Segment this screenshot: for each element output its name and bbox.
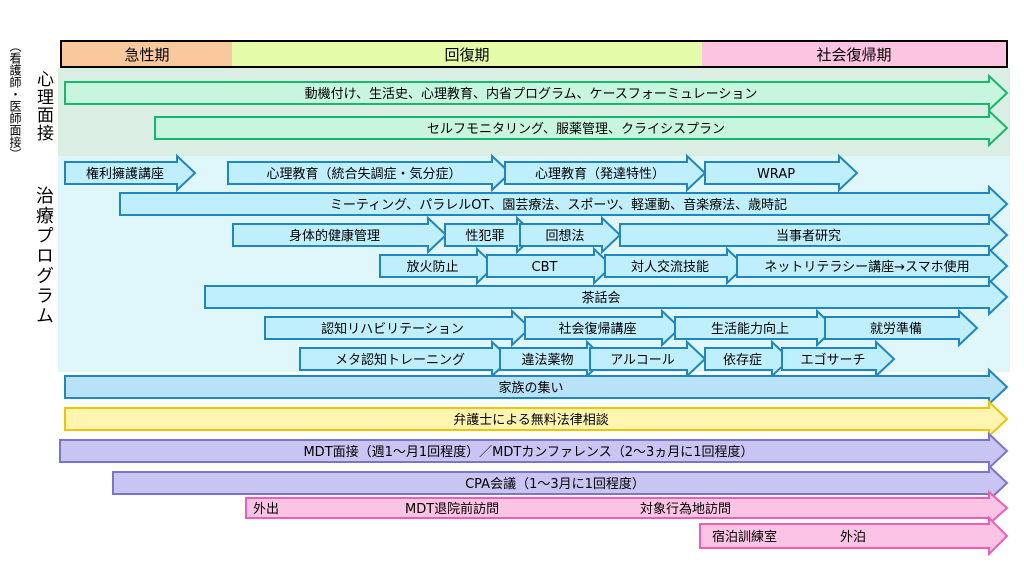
- program-arrow-1-shape: [227, 153, 512, 193]
- program-arrow-5-label: 身体的健康管理: [289, 228, 380, 244]
- visits-label-2: 対象行為地訪問: [640, 501, 731, 517]
- program-arrow-8-label: 当事者研究: [776, 229, 841, 244]
- psych-arrow-1: 動機付け、生活史、心理教育、内省プログラム、ケースフォーミュレーション: [64, 73, 1009, 113]
- visits-arrow: [245, 489, 1009, 527]
- program-arrow-12: ネットリテラシー講座→スマホ使用: [736, 246, 1009, 286]
- psych-arrow-1-label: 動機付け、生活史、心理教育、内省プログラム、ケースフォーミュレーション: [305, 86, 758, 102]
- program-arrow-20: アルコール: [589, 339, 707, 379]
- program-arrow-22-label: エゴサーチ: [800, 352, 865, 368]
- program-arrow-3: WRAP: [704, 153, 859, 193]
- psych-interview-label: 心理面接: [33, 70, 53, 142]
- program-arrow-1: 心理教育（統合失調症・気分症）: [227, 153, 512, 193]
- program-arrow-15: 社会復帰講座: [524, 308, 682, 348]
- program-arrow-7-shape: [519, 215, 622, 255]
- program-arrow-0-label: 権利擁護講座: [86, 166, 164, 182]
- program-arrow-7-label: 回想法: [545, 228, 584, 244]
- psych-arrow-2-label: セルフモニタリング、服薬管理、クライシスプラン: [427, 122, 725, 137]
- program-arrow-5-shape: [232, 215, 448, 255]
- program-arrow-10-shape: [486, 246, 614, 286]
- program-arrow-21-label: 依存症: [723, 353, 762, 368]
- family-arrow-shape: [64, 367, 1009, 407]
- program-arrow-22: エゴサーチ: [781, 339, 896, 379]
- program-arrow-4-label: ミーティング、パラレルOT、園芸療法、スポーツ、軽運動、音楽療法、歳時記: [330, 197, 787, 213]
- program-arrow-3-shape: [704, 153, 859, 193]
- program-arrow-12-label: ネットリテラシー講座→スマホ使用: [764, 259, 969, 275]
- stay-arrow: [699, 515, 1009, 557]
- cpa-arrow-shape: [112, 463, 1009, 503]
- program-arrow-2: 心理教育（発達特性）: [504, 153, 707, 193]
- program-arrow-22-shape: [781, 339, 896, 379]
- program-arrow-14: 認知リハビリテーション: [264, 308, 532, 348]
- program-arrow-15-shape: [524, 308, 682, 348]
- psych-arrow-2-shape: [154, 108, 1009, 148]
- program-arrow-8-shape: [619, 215, 1009, 255]
- treatment-program-label: 治療プログラム: [33, 186, 54, 326]
- program-arrow-0: 権利擁護講座: [64, 153, 197, 193]
- program-arrow-15-label: 社会復帰講座: [558, 321, 636, 337]
- nurse-doctor-interview-label: （看護師・医師面接）: [8, 40, 22, 160]
- lawyer-arrow: 弁護士による無料法律相談: [64, 399, 1009, 439]
- mdt-interview-arrow-label: MDT面接（週1～月1回程度）／MDTカンファレンス（2～3ヵ月に1回程度）: [303, 444, 753, 460]
- phase-recovery: 回復期: [232, 40, 704, 68]
- family-arrow-label: 家族の集い: [498, 380, 563, 396]
- visits-label-0: 外出: [253, 502, 279, 517]
- program-arrow-1-label: 心理教育（統合失調症・気分症）: [266, 166, 461, 182]
- cpa-arrow-label: CPA会議（1～3月に1回程度）: [465, 476, 645, 492]
- psych-arrow-1-shape: [64, 73, 1009, 113]
- program-arrow-13-label: 茶話会: [581, 290, 620, 306]
- program-arrow-11-label: 対人交流技能: [631, 259, 709, 275]
- program-arrow-5: 身体的健康管理: [232, 215, 448, 255]
- program-arrow-4-shape: [119, 184, 1009, 224]
- visits-arrow-shape: [245, 489, 1009, 527]
- program-arrow-21: 依存症: [704, 339, 792, 379]
- program-arrow-4: ミーティング、パラレルOT、園芸療法、スポーツ、軽運動、音楽療法、歳時記: [119, 184, 1009, 224]
- program-arrow-9: 放火防止: [379, 246, 497, 286]
- visits-label-1: MDT退院前訪問: [405, 501, 499, 517]
- lawyer-arrow-label: 弁護士による無料法律相談: [453, 412, 609, 428]
- program-arrow-9-label: 放火防止: [406, 259, 458, 275]
- program-arrow-16: 生活能力向上: [674, 308, 837, 348]
- program-arrow-7: 回想法: [519, 215, 622, 255]
- program-arrow-18-label: メタ認知トレーニング: [335, 352, 465, 368]
- program-arrow-10: CBT: [486, 246, 614, 286]
- phase-social-reintegration: 社会復帰期: [702, 40, 1008, 68]
- cpa-arrow: CPA会議（1～3月に1回程度）: [112, 463, 1009, 503]
- program-arrow-19-label: 違法薬物: [521, 353, 573, 368]
- program-arrow-11: 対人交流技能: [604, 246, 747, 286]
- psych-arrow-2: セルフモニタリング、服薬管理、クライシスプラン: [154, 108, 1009, 148]
- stay-label-0: 宿泊訓練室: [712, 529, 777, 545]
- program-arrow-18: メタ認知トレーニング: [299, 339, 512, 379]
- mdt-interview-arrow-shape: [59, 431, 1009, 471]
- stay-label-1: 外泊: [840, 530, 866, 545]
- program-arrow-13: 茶話会: [204, 277, 1009, 317]
- program-arrow-6: 性犯罪: [444, 215, 537, 255]
- program-arrow-0-shape: [64, 153, 197, 193]
- program-arrow-13-shape: [204, 277, 1009, 317]
- stay-arrow-shape: [699, 515, 1009, 557]
- program-arrow-17-shape: [824, 308, 979, 348]
- family-arrow: 家族の集い: [64, 367, 1009, 407]
- program-arrow-16-label: 生活能力向上: [711, 321, 789, 337]
- lawyer-arrow-shape: [64, 399, 1009, 439]
- program-arrow-14-shape: [264, 308, 532, 348]
- phase-acute: 急性期: [60, 40, 234, 68]
- program-arrow-3-label: WRAP: [757, 167, 795, 182]
- mdt-interview-arrow: MDT面接（週1～月1回程度）／MDTカンファレンス（2～3ヵ月に1回程度）: [59, 431, 1009, 471]
- program-arrow-17-label: 就労準備: [870, 321, 922, 337]
- program-arrow-17: 就労準備: [824, 308, 979, 348]
- program-arrow-12-shape: [736, 246, 1009, 286]
- program-arrow-20-label: アルコール: [610, 353, 675, 368]
- program-arrow-20-shape: [589, 339, 707, 379]
- program-arrow-14-label: 認知リハビリテーション: [321, 321, 464, 337]
- program-arrow-8: 当事者研究: [619, 215, 1009, 255]
- program-arrow-2-label: 心理教育（発達特性）: [535, 166, 665, 182]
- program-arrow-6-label: 性犯罪: [465, 229, 504, 244]
- program-arrow-10-label: CBT: [532, 260, 558, 275]
- program-arrow-2-shape: [504, 153, 707, 193]
